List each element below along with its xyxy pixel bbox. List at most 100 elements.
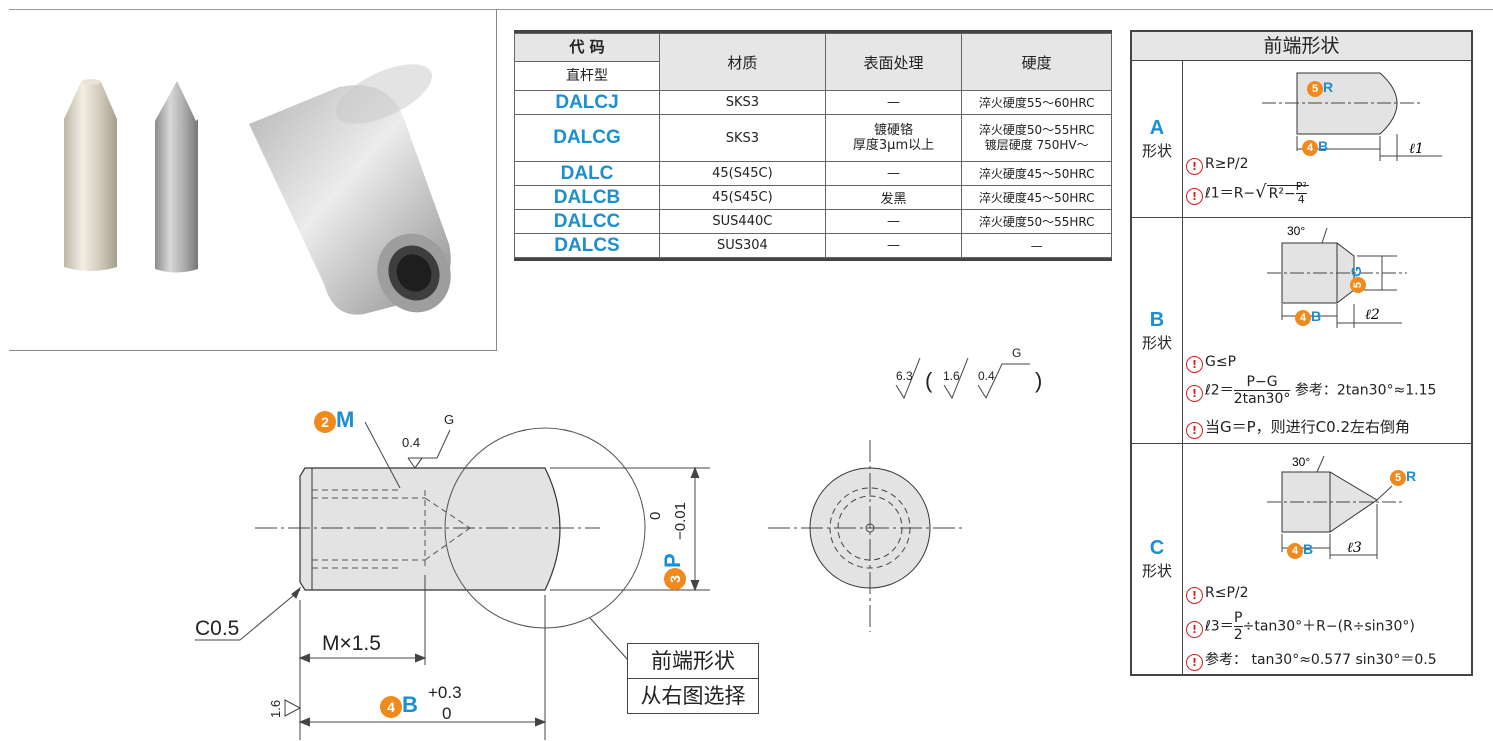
hardness-cell: 淬火硬度55～60HRC xyxy=(961,90,1112,115)
shape-c-note1: !R≤P/2 xyxy=(1186,585,1249,604)
shape-a-letter: A xyxy=(1149,117,1165,139)
frac-num: P−G xyxy=(1233,374,1291,391)
note-text: ÷tan30°＋R−(R÷sin30°) xyxy=(1242,618,1415,635)
b-label: B xyxy=(1303,541,1314,557)
shape-b-g-callout: 5G xyxy=(1348,253,1368,293)
technical-drawing: 0.4 G C0.5 M×1.5 +0.3 0 1.6 0 −0.01 6.3 … xyxy=(195,346,1042,740)
hardness-cell: 淬火硬度45～50HRC xyxy=(961,161,1112,186)
top-border xyxy=(9,9,1493,10)
code-cell: DALCJ xyxy=(513,90,661,115)
shape-c-diagram: 30° ℓ3 xyxy=(1267,455,1402,559)
b-tol-lower: 0 xyxy=(442,704,451,723)
shape-c-note3: !参考： tan30°≈0.577 sin30°＝0.5 xyxy=(1186,649,1437,671)
shape-a-label: A 形状 xyxy=(1132,61,1183,217)
code-cell: DALCG xyxy=(513,114,661,162)
material-cell: SKS3 xyxy=(659,90,826,115)
table-row: DALC 45(S45C) — 淬火硬度45～50HRC xyxy=(513,161,1112,186)
pin-dalcj xyxy=(64,79,117,271)
note-text: ℓ3＝ xyxy=(1205,618,1234,635)
note-text: 当G＝P，则进行C0.2左右倒角 xyxy=(1205,418,1410,436)
surface-cell: — xyxy=(824,161,963,186)
frac-den: 2tan30° xyxy=(1233,391,1291,407)
angle-label: 30° xyxy=(1287,224,1305,238)
header-code-label: 代 码 xyxy=(515,34,660,62)
surface-sym-63: 6.3 xyxy=(896,369,913,383)
shape-c-label: C 形状 xyxy=(1132,444,1183,674)
badge-5: 5 xyxy=(1390,470,1406,486)
table-header-row: 代 码 直杆型 材质 表面处理 硬度 xyxy=(513,33,1112,91)
code-cell: DALC xyxy=(513,161,661,186)
spec-table: 代 码 直杆型 材质 表面处理 硬度 DALCJ SKS3 — 淬火硬度55～6… xyxy=(513,33,1112,258)
note-text: ℓ1＝R− xyxy=(1205,185,1256,202)
surface-cell: 镀硬铬 厚度3μm以上 xyxy=(824,114,963,162)
warning-icon: ! xyxy=(1186,356,1203,373)
badge-2: 2 xyxy=(314,411,336,433)
code-cell: DALCB xyxy=(513,185,661,210)
shape-a-word: 形状 xyxy=(1141,142,1172,160)
badge-4: 4 xyxy=(1302,140,1318,156)
surface-line1: 镀硬铬 xyxy=(874,123,914,138)
note-text: R²− xyxy=(1268,185,1296,202)
p-tol-upper: 0 xyxy=(647,512,664,520)
shape-b-note3: !当G＝P，则进行C0.2左右倒角 xyxy=(1186,416,1410,439)
badge-4: 4 xyxy=(380,696,402,718)
angle-label: 30° xyxy=(1292,455,1310,469)
sleeve-part xyxy=(249,64,451,315)
header-hardness: 硬度 xyxy=(961,33,1112,91)
material-cell: 45(S45C) xyxy=(659,161,826,186)
g-label: G xyxy=(444,412,454,427)
shape-b-letter: B xyxy=(1149,308,1165,331)
code-cell: DALCC xyxy=(513,209,661,234)
pin-side-view xyxy=(299,467,561,591)
b-label: B xyxy=(1311,308,1322,324)
hardness-cell: — xyxy=(961,233,1112,258)
material-cell: SKS3 xyxy=(659,114,826,162)
surface-sym-g: G xyxy=(1012,346,1021,360)
table-row: DALCB 45(S45C) 发黑 淬火硬度45～50HRC xyxy=(513,185,1112,210)
thread-m15-label: M×1.5 xyxy=(322,632,381,655)
paren-open: ( xyxy=(925,368,933,393)
surface-cell: — xyxy=(824,209,963,234)
material-cell: 45(S45C) xyxy=(659,185,826,210)
m-label: M xyxy=(336,407,355,432)
frac-num: P² xyxy=(1295,180,1307,194)
r-label: R xyxy=(1323,79,1334,95)
g-label: G xyxy=(1348,266,1364,277)
warning-icon: ! xyxy=(1186,422,1203,439)
r-label: R xyxy=(1406,468,1417,484)
note-text: 参考：2tan30°≈1.15 xyxy=(1294,382,1437,399)
pin-dalcg xyxy=(155,81,198,273)
note-text: 参考： tan30°≈0.577 sin30°＝0.5 xyxy=(1205,652,1437,668)
surface-cell: 发黑 xyxy=(824,185,963,210)
p-label: P xyxy=(660,553,685,568)
shape-b-l-label: ℓ2 xyxy=(1365,307,1380,323)
product-photo-panel xyxy=(9,9,497,351)
surface-cell: — xyxy=(824,90,963,115)
shape-a-l-label: ℓ1 xyxy=(1409,141,1424,157)
select-line1: 前端形状 xyxy=(627,643,759,679)
b-tol-upper: +0.3 xyxy=(428,683,462,702)
warning-icon: ! xyxy=(1186,587,1203,604)
shape-c-word: 形状 xyxy=(1141,562,1172,580)
surface-sym-16: 1.6 xyxy=(943,369,960,383)
shape-b-label: B 形状 xyxy=(1132,218,1183,443)
product-photo xyxy=(64,64,451,315)
badge-5: 5 xyxy=(1350,277,1366,293)
hardness-cell: 淬火硬度45～50HRC xyxy=(961,185,1112,210)
warning-icon: ! xyxy=(1186,654,1203,671)
note-text: ℓ2＝ xyxy=(1205,382,1234,399)
b-label: B xyxy=(402,692,418,717)
roughness-04-label: 0.4 xyxy=(402,435,420,450)
